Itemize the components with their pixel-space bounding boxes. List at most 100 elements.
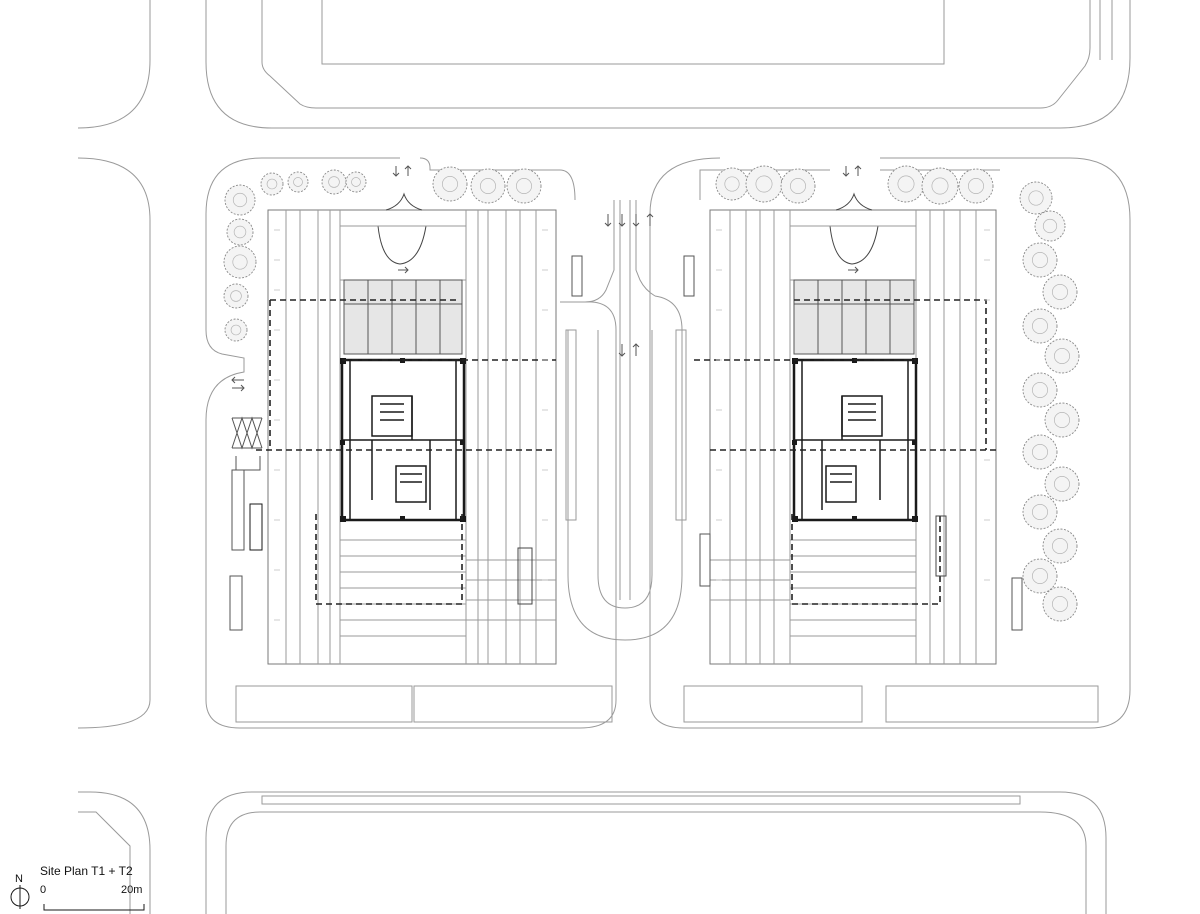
tree-canopy-icon: [887, 165, 925, 203]
glass-canopy: [343, 279, 463, 355]
tree-canopy-detail: [967, 178, 984, 195]
tree-canopy-icon: [223, 245, 257, 279]
tree-canopy-detail: [1051, 537, 1068, 554]
glass-canopy: [793, 279, 915, 355]
tree-canopy-icon: [345, 171, 367, 193]
tree-canopy-detail: [233, 225, 247, 239]
scale-start-label: 0: [40, 884, 47, 896]
facade-fins: [285, 210, 537, 664]
tree-canopy-icon: [260, 172, 284, 196]
dropoff-entry-right: [635, 200, 656, 297]
tree-canopy-icon: [780, 168, 816, 204]
tree-canopy-detail: [1031, 444, 1048, 461]
podium-stripes: [340, 539, 556, 637]
tree-canopy-icon: [715, 167, 749, 201]
entry-canopy-arc: [377, 225, 427, 265]
tree-canopy-icon: [506, 168, 542, 204]
tree-canopy-icon: [1022, 434, 1058, 470]
tree-canopy-icon: [1022, 308, 1058, 344]
tree-canopy-icon: [432, 166, 468, 202]
tree-canopy-detail: [1031, 382, 1048, 399]
pavement-joints: [716, 229, 990, 581]
building-t2: [694, 209, 997, 665]
north-block-inner: [321, 0, 945, 65]
north-west-kerb: [205, 0, 1131, 129]
south-block-outline: [205, 791, 1107, 914]
west-road-edge: [77, 157, 151, 729]
dropoff-entry-left: [584, 200, 615, 303]
tree-canopy-detail: [351, 177, 361, 187]
tree-canopy-icon: [1042, 586, 1078, 622]
tree-canopy-icon: [1044, 402, 1080, 438]
tree-canopy-icon: [470, 168, 506, 204]
tree-canopy-detail: [1031, 504, 1048, 521]
tree-canopy-icon: [224, 318, 248, 342]
tree-canopy-detail: [1042, 218, 1058, 234]
tree-canopy-icon: [1022, 558, 1058, 594]
dropoff-loop-inner: [597, 330, 653, 609]
tree-canopy-detail: [293, 177, 303, 187]
tree-canopy-detail: [328, 176, 340, 188]
tree-canopy-detail: [1028, 190, 1044, 206]
setback-lines: [256, 299, 556, 605]
north-label: N: [15, 873, 23, 885]
scale-bar: [43, 904, 145, 911]
tree-canopy-detail: [1051, 595, 1068, 612]
tree-canopy-icon: [223, 283, 249, 309]
tree-canopy-icon: [921, 167, 959, 205]
tree-canopy-icon: [226, 218, 254, 246]
tree-canopy-detail: [480, 178, 497, 195]
tree-canopy-detail: [442, 176, 459, 193]
tree-canopy-detail: [232, 192, 248, 208]
parking-bay: [413, 685, 613, 723]
gate-markers: [385, 192, 873, 211]
tree-canopy-icon: [1022, 372, 1058, 408]
tree-canopy-detail: [931, 177, 949, 195]
tree-canopy-detail: [1031, 318, 1048, 335]
south-west-curve: [78, 791, 151, 914]
tree-canopy-icon: [1044, 338, 1080, 374]
site-t2-kerb: [649, 157, 1131, 729]
dropoff-loop-outer: [567, 295, 683, 641]
tree-canopy-detail: [789, 178, 806, 195]
tree-canopy-detail: [232, 254, 248, 270]
north-arrow: [10, 885, 30, 909]
tree-canopy-detail: [230, 324, 242, 336]
tree-canopy-icon: [1042, 274, 1078, 310]
north-block-outline: [261, 0, 1091, 109]
core-walls: [342, 360, 464, 520]
tree-canopy-detail: [897, 175, 915, 193]
parking-bay: [235, 685, 413, 723]
tree-canopy-icon: [224, 184, 256, 216]
north-east-road-edge: [1099, 0, 1113, 60]
parking-bay: [885, 685, 1099, 723]
tree-canopy-icon: [287, 171, 309, 193]
tree-canopy-detail: [1031, 567, 1048, 584]
tree-canopy-detail: [755, 175, 773, 193]
dark-louvre: [517, 547, 533, 605]
tree-canopy-detail: [1053, 476, 1070, 493]
entry-canopy-arc: [829, 225, 879, 265]
site-t1-kerb: [205, 157, 617, 729]
core-walls: [794, 360, 916, 520]
west-ramp: [229, 416, 263, 631]
south-block-band: [261, 795, 1021, 805]
far-north-west-curve: [77, 0, 151, 129]
tree-canopy-icon: [321, 169, 347, 195]
dropoff-island: [565, 329, 687, 521]
tree-canopy-detail: [1051, 284, 1068, 301]
building-t1: [256, 209, 557, 665]
tree-canopy-detail: [1053, 412, 1070, 429]
scale-end-label: 20m: [121, 884, 143, 896]
tree-canopy-detail: [230, 290, 242, 302]
landscape-trees: [223, 165, 1080, 622]
tree-canopy-icon: [1034, 210, 1066, 242]
tree-canopy-icon: [745, 165, 783, 203]
drawing-title: Site Plan T1 + T2: [40, 864, 133, 878]
parking-bay: [683, 685, 863, 723]
tree-canopy-icon: [1019, 181, 1053, 215]
pavement-joints: [274, 229, 548, 621]
tree-canopy-icon: [1022, 494, 1058, 530]
tree-canopy-detail: [1053, 348, 1070, 365]
